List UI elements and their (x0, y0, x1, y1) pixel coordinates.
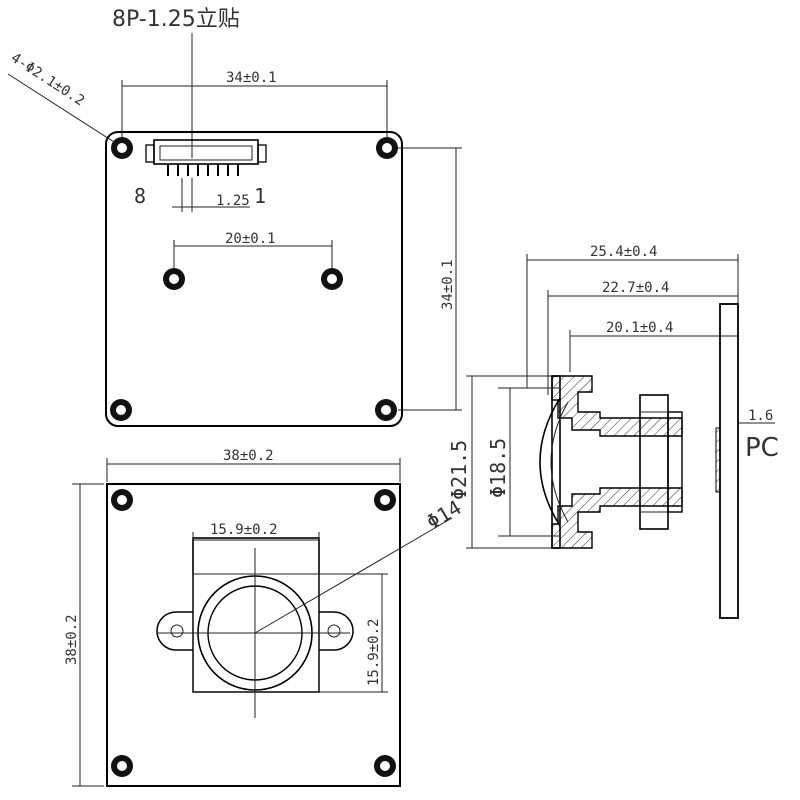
bottom-mount-hole (374, 489, 396, 511)
holder-ear-right (319, 611, 354, 651)
overall-length-dim: 25.4±0.4 (590, 244, 657, 260)
top-view: 8 1 1.25 4-Φ2.1±0.2 34±0.1 20±0.1 34±0.1 (7, 50, 462, 427)
bottom-mount-hole (374, 755, 396, 777)
outer-dia-dim: Φ21.5 (447, 440, 471, 500)
connector-title: 8P-1.25立贴 (112, 7, 240, 32)
lens-barrel-upper (551, 375, 683, 437)
top-mount-hole (111, 137, 133, 159)
pin-label-1: 1 (254, 184, 266, 208)
side-view: 25.4±0.4 22.7±0.4 20.1±0.4 1.6 PC Φ21.5 (447, 244, 779, 619)
hole-spec-dim: 4-Φ2.1±0.2 (8, 50, 87, 109)
pcb-board (719, 303, 739, 619)
top-board-outline (105, 131, 403, 427)
holder-width-dim: 15.9±0.2 (210, 522, 277, 538)
top-inner-hole (321, 268, 343, 290)
lens-holder (639, 394, 669, 530)
holder-ear-left (156, 611, 193, 651)
pcb-label: PC (745, 433, 779, 463)
bottom-mount-hole (111, 489, 133, 511)
top-mount-hole (375, 399, 397, 421)
connector-8p (145, 139, 267, 176)
lens-dia-dim: Φ14 (422, 495, 465, 534)
top-height-dim: 34±0.1 (440, 259, 456, 310)
inner-hole-dim: 20±0.1 (225, 231, 276, 247)
lens-barrel-lower (551, 487, 683, 549)
bottom-width-dim: 38±0.2 (223, 448, 274, 464)
bottom-height-dim: 38±0.2 (64, 614, 80, 665)
bottom-view: 38±0.2 38±0.2 15.9±0.2 15.9±0.2 Φ14 (64, 448, 466, 787)
sensor (715, 427, 721, 493)
holder-height-dim: 15.9±0.2 (366, 619, 382, 686)
top-mount-hole (110, 399, 132, 421)
top-inner-hole (163, 268, 185, 290)
bottom-board-outline (106, 483, 401, 787)
lens-element (539, 397, 561, 527)
pcb-thickness-dim: 1.6 (748, 408, 773, 424)
top-mount-hole (376, 137, 398, 159)
top-width-dim: 34±0.1 (226, 70, 277, 86)
bottom-mount-hole (111, 755, 133, 777)
mid-length-dim: 22.7±0.4 (602, 280, 669, 296)
inner-dia-dim: Φ18.5 (486, 438, 510, 498)
short-length-dim: 20.1±0.4 (606, 320, 673, 336)
pin-pitch-dim: 1.25 (216, 193, 250, 209)
pin-label-8: 8 (134, 184, 146, 208)
